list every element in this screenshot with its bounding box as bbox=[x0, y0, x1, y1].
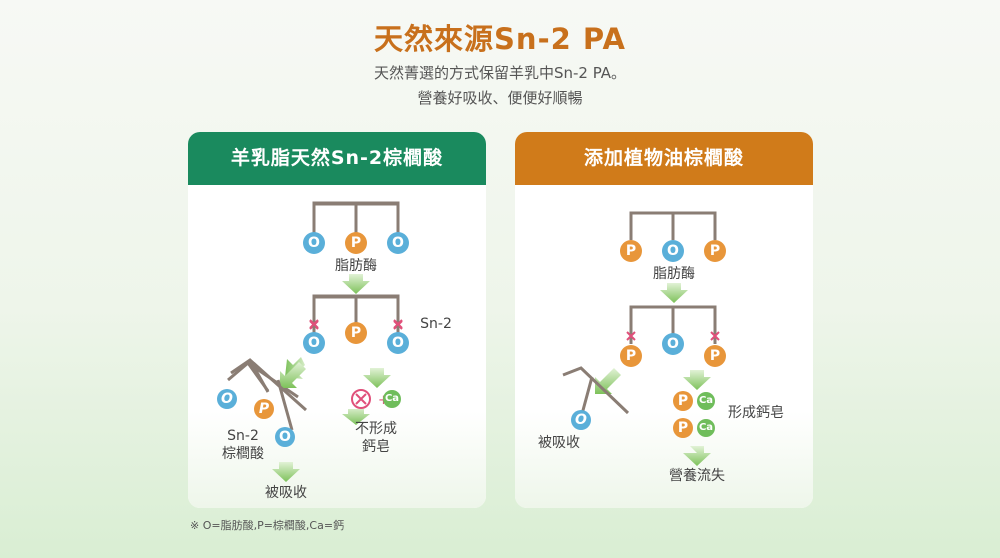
palmitic-acid-circle: P bbox=[673, 391, 693, 411]
left-product-label-line1: Sn-2 bbox=[227, 428, 259, 444]
right-enzyme-label: 脂肪酶 bbox=[653, 266, 695, 282]
down-arrow-1 bbox=[342, 409, 370, 425]
oleic-acid-circle: O bbox=[387, 332, 409, 354]
left-enzyme-label: 脂肪酶 bbox=[335, 258, 377, 274]
oleic-acid-circle: O bbox=[662, 240, 684, 262]
right-soap-label: 形成鈣皂 bbox=[728, 405, 784, 421]
oleic-acid-circle: O bbox=[275, 427, 295, 447]
oleic-acid-circle: O bbox=[662, 333, 684, 355]
right-loss-label: 營養流失 bbox=[669, 468, 725, 484]
calcium-circle: Ca bbox=[697, 392, 715, 410]
oleic-acid-circle: O bbox=[571, 410, 591, 430]
page-title: 天然來源Sn-2 PA bbox=[374, 22, 626, 56]
footnote: ※ O=脂肪酸,P=棕櫚酸,Ca=鈣 bbox=[190, 519, 345, 532]
palmitic-acid-circle: P bbox=[254, 399, 274, 419]
oleic-acid-circle: O bbox=[303, 332, 325, 354]
left-absorb-label: 被吸收 bbox=[265, 485, 307, 501]
palmitic-acid-circle: P bbox=[704, 240, 726, 262]
right-absorb-label: 被吸收 bbox=[538, 435, 580, 451]
palmitic-acid-circle: P bbox=[620, 240, 642, 262]
left-no-soap-line2: 鈣皂 bbox=[362, 439, 390, 455]
palmitic-acid-circle: P bbox=[345, 232, 367, 254]
left-no-soap-line1: 不形成 bbox=[355, 421, 397, 437]
calcium-circle: Ca bbox=[383, 390, 401, 408]
left-product-label-line2: 棕櫚酸 bbox=[222, 446, 264, 462]
subtitle-line-2: 營養好吸收、便便好順暢 bbox=[417, 89, 583, 107]
oleic-acid-circle: O bbox=[387, 232, 409, 254]
calcium-circle: Ca bbox=[697, 419, 715, 437]
vegetable-oil-panel-heading: 添加植物油棕櫚酸 bbox=[515, 132, 813, 185]
oleic-acid-circle: O bbox=[303, 232, 325, 254]
palmitic-acid-circle: P bbox=[345, 322, 367, 344]
triglyceride-bond-top bbox=[312, 201, 400, 222]
diagonal-arrow-left bbox=[285, 357, 305, 379]
triglyceride-bond-middle bbox=[312, 294, 400, 315]
palmitic-acid-circle: P bbox=[704, 345, 726, 367]
palmitic-acid-circle: P bbox=[673, 418, 693, 438]
goat-milk-panel-heading: 羊乳脂天然Sn-2棕櫚酸 bbox=[188, 132, 486, 185]
subtitle-line-1: 天然菁選的方式保留羊乳中Sn-2 PA。 bbox=[373, 64, 627, 82]
oleic-acid-circle: O bbox=[217, 389, 237, 409]
left-sn2-label: Sn-2 bbox=[420, 316, 452, 332]
palmitic-acid-circle: P bbox=[620, 345, 642, 367]
